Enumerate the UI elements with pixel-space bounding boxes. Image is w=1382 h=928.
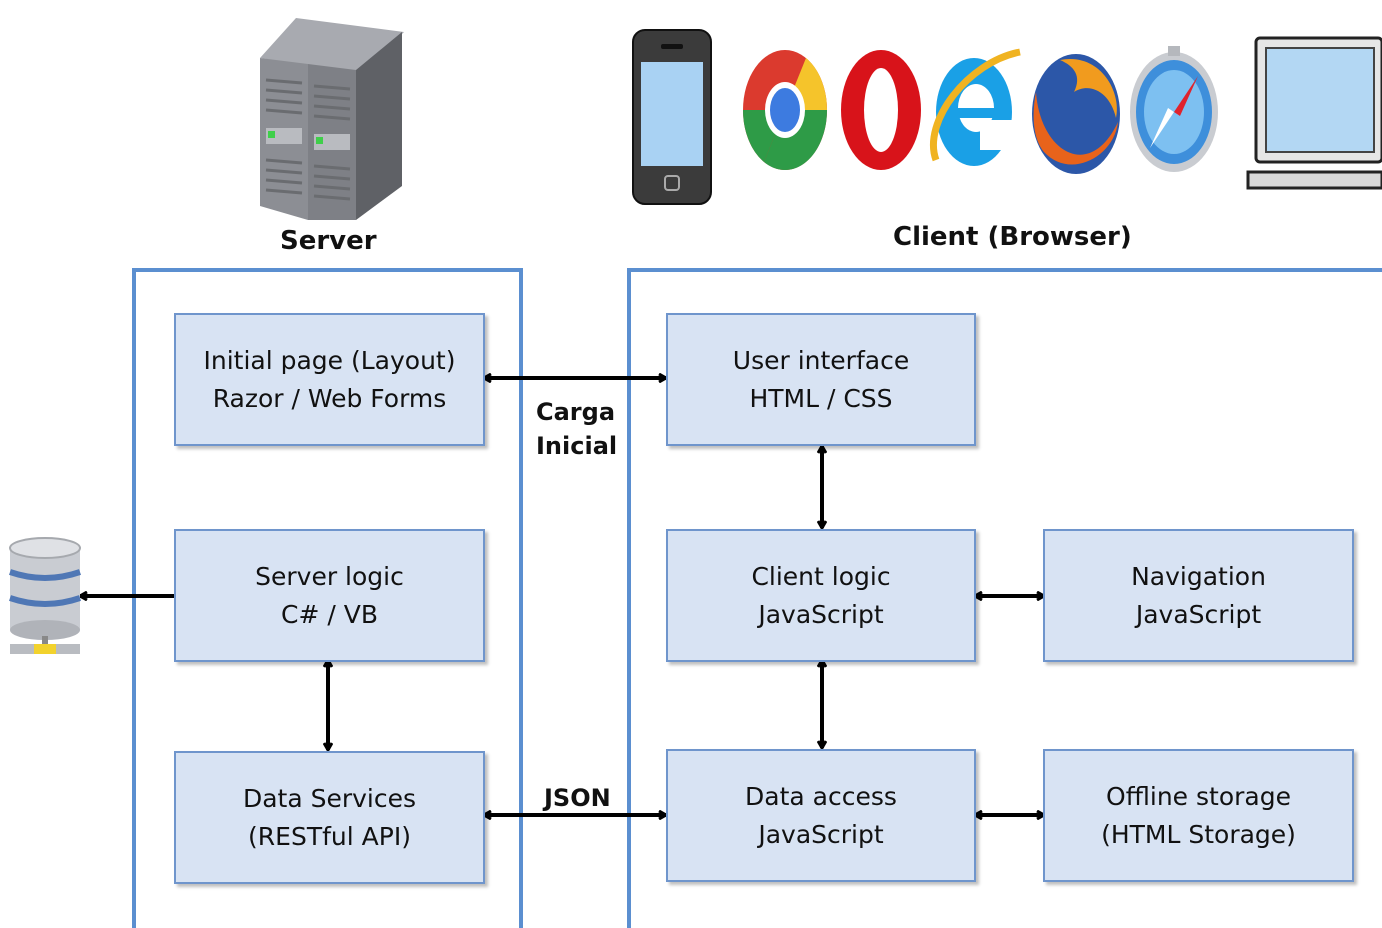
data-access-box: Data access JavaScript xyxy=(666,749,976,882)
user-interface-box: User interface HTML / CSS xyxy=(666,313,976,446)
server-logic-title: Server logic xyxy=(255,562,404,591)
data-services-box: Data Services (RESTful API) xyxy=(174,751,485,884)
data-access-tech: JavaScript xyxy=(758,819,884,849)
server-heading: Server xyxy=(280,226,377,256)
opera-browser-icon xyxy=(841,50,921,170)
server-logic-box: Server logic C# / VB xyxy=(174,529,485,662)
internet-explorer-icon xyxy=(930,48,1021,166)
offline-storage-tech: (HTML Storage) xyxy=(1101,819,1296,849)
offline-storage-box: Offline storage (HTML Storage) xyxy=(1043,749,1354,882)
json-label: JSON xyxy=(544,784,611,812)
navigation-tech: JavaScript xyxy=(1135,599,1262,629)
smartphone-icon xyxy=(632,29,712,205)
navigation-title: Navigation xyxy=(1131,562,1266,591)
client-logic-tech: JavaScript xyxy=(758,599,884,629)
initial-load-line2: Inicial xyxy=(536,431,618,460)
client-region xyxy=(627,268,1382,928)
firefox-browser-icon xyxy=(1032,54,1120,174)
client-heading: Client (Browser) xyxy=(893,222,1132,252)
chrome-browser-icon xyxy=(743,50,827,171)
initial-load-label: Carga Inicial xyxy=(536,396,617,463)
user-interface-tech: HTML / CSS xyxy=(749,383,893,413)
initial-page-title: Initial page (Layout) xyxy=(203,346,456,375)
laptop-icon xyxy=(1246,36,1382,190)
server-logic-tech: C# / VB xyxy=(281,599,378,629)
data-services-title: Data Services xyxy=(242,784,417,813)
initial-page-box: Initial page (Layout) Razor / Web Forms xyxy=(174,313,485,446)
client-logic-title: Client logic xyxy=(751,562,891,591)
user-interface-title: User interface xyxy=(732,346,910,375)
data-access-title: Data access xyxy=(745,782,897,811)
data-services-tech: (RESTful API) xyxy=(248,821,411,851)
navigation-box: Navigation JavaScript xyxy=(1043,529,1354,662)
server-tower-icon xyxy=(260,18,404,220)
database-icon xyxy=(9,537,81,654)
offline-storage-title: Offline storage xyxy=(1106,782,1291,811)
safari-browser-icon xyxy=(1130,46,1218,172)
initial-load-line1: Carga xyxy=(536,398,616,426)
client-logic-box: Client logic JavaScript xyxy=(666,529,976,662)
initial-page-tech: Razor / Web Forms xyxy=(212,383,447,413)
